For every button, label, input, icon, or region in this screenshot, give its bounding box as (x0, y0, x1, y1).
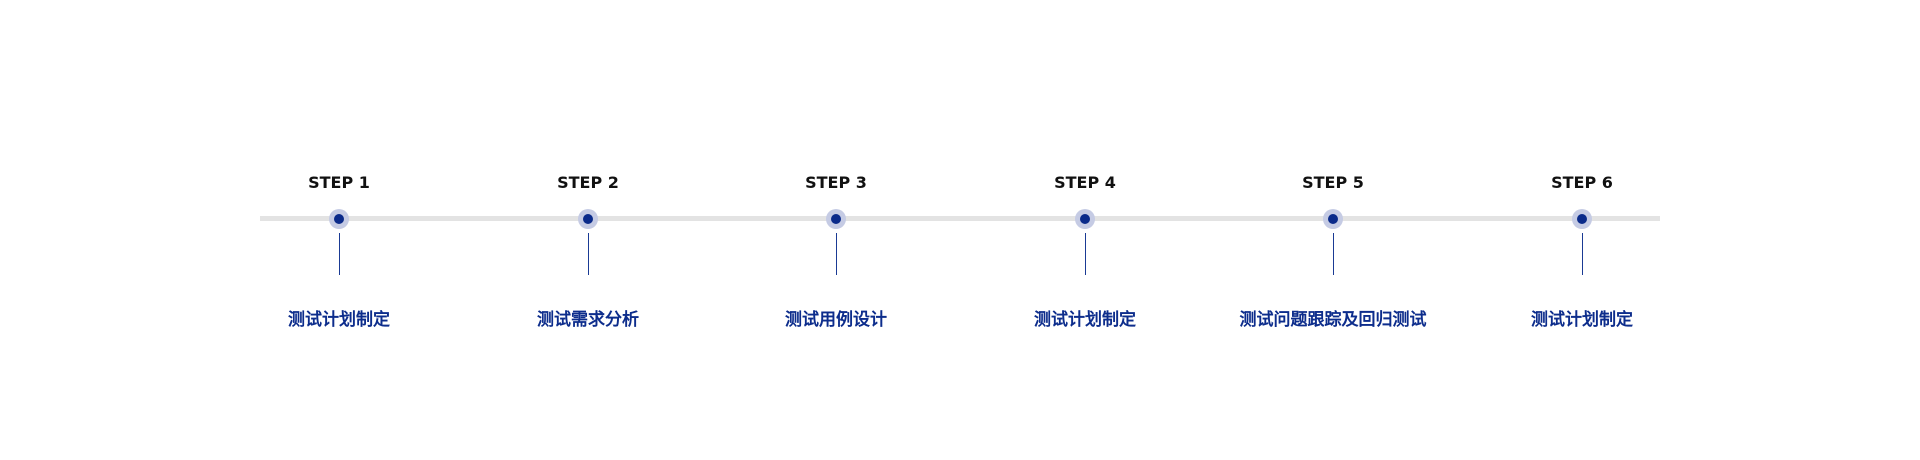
step-dot-icon (578, 209, 598, 229)
timeline-step-5: STEP 5 测试问题跟踪及回归测试 (1213, 0, 1453, 460)
step-connector (835, 233, 837, 275)
step-dot-icon (826, 209, 846, 229)
step-title: 测试问题跟踪及回归测试 (1239, 310, 1427, 330)
step-connector (338, 233, 340, 275)
step-connector (587, 233, 589, 275)
timeline-step-2: STEP 2 测试需求分析 (468, 0, 708, 460)
step-title: 测试计划制定 (1034, 310, 1136, 330)
step-title: 测试需求分析 (537, 310, 639, 330)
timeline-step-4: STEP 4 测试计划制定 (965, 0, 1205, 460)
step-connector (1332, 233, 1334, 275)
step-dot-icon (1075, 209, 1095, 229)
step-dot-icon (1572, 209, 1592, 229)
step-connector (1581, 233, 1583, 275)
step-label: STEP 4 (1054, 173, 1116, 192)
step-dot-icon (329, 209, 349, 229)
timeline-step-3: STEP 3 测试用例设计 (716, 0, 956, 460)
step-connector (1084, 233, 1086, 275)
step-label: STEP 1 (308, 173, 370, 192)
timeline-step-6: STEP 6 测试计划制定 (1462, 0, 1702, 460)
step-label: STEP 2 (557, 173, 619, 192)
step-title: 测试计划制定 (1531, 310, 1633, 330)
step-title: 测试计划制定 (288, 310, 390, 330)
step-label: STEP 5 (1302, 173, 1364, 192)
step-title: 测试用例设计 (785, 310, 887, 330)
timeline-track (260, 216, 1660, 221)
step-dot-icon (1323, 209, 1343, 229)
step-label: STEP 3 (805, 173, 867, 192)
step-label: STEP 6 (1551, 173, 1613, 192)
timeline-step-1: STEP 1 测试计划制定 (219, 0, 459, 460)
